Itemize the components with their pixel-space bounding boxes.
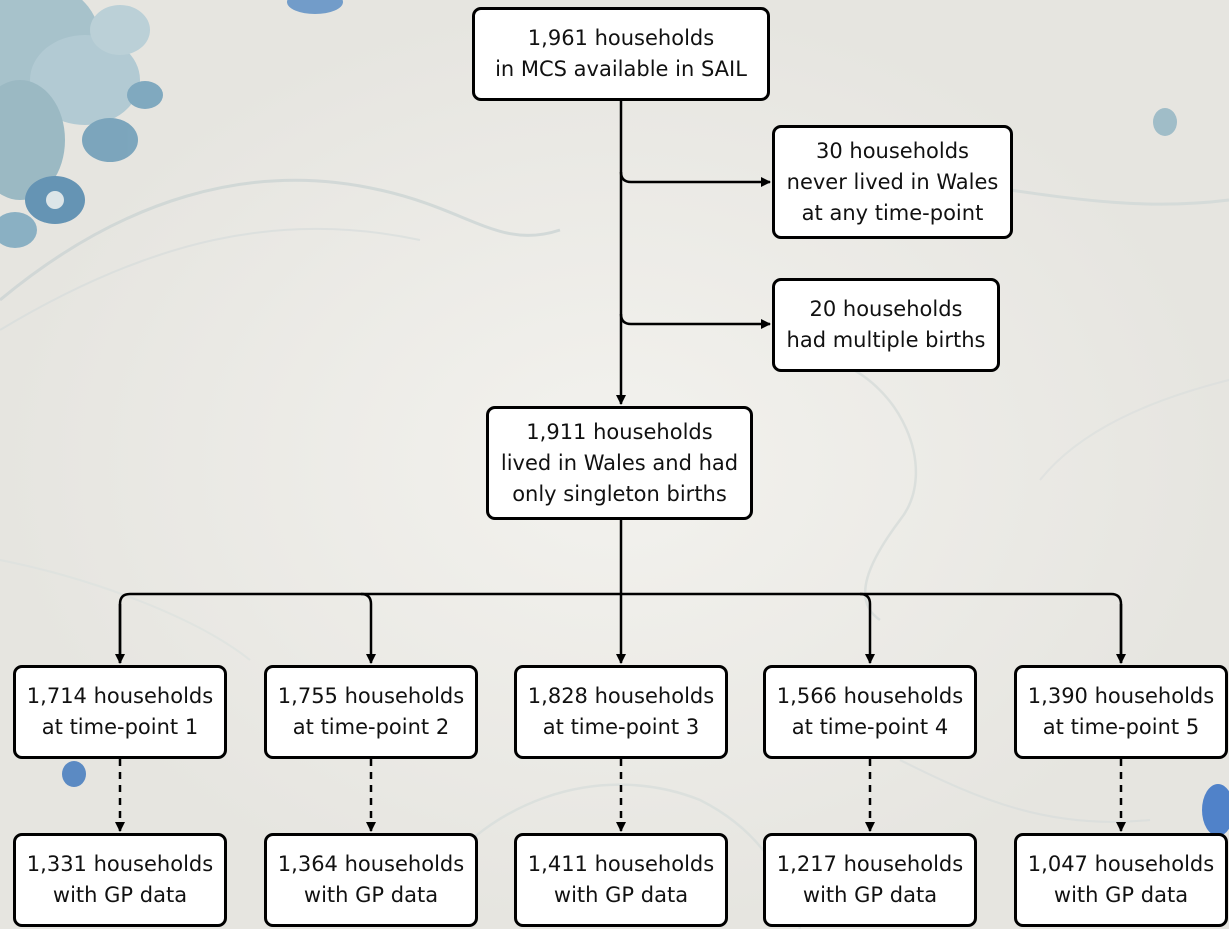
gp-count: 1,411 households: [527, 852, 715, 876]
gp-label: with GP data: [303, 883, 439, 907]
gp-count: 1,047 households: [1027, 852, 1215, 876]
exclusion-node-never-in-wales: 30 households never lived in Wales at an…: [772, 125, 1013, 239]
exclusion-node-multiple-births: 20 households had multiple births: [772, 278, 1000, 372]
root-count: 1,961 households: [527, 26, 715, 50]
exclusion-2-count: 20 households: [809, 297, 963, 321]
timepoint-node-3: 1,828 households at time-point 3: [514, 665, 728, 759]
root-node: 1,961 households in MCS available in SAI…: [472, 7, 770, 101]
exclusion-1-line-3: at any time-point: [801, 200, 984, 225]
gp-count: 1,364 households: [277, 852, 465, 876]
cohort-count: 1,911 households: [526, 419, 713, 444]
timepoint-label: at time-point 1: [41, 715, 199, 739]
timepoint-count: 1,828 households: [527, 684, 715, 708]
timepoint-count: 1,390 households: [1027, 684, 1215, 708]
gp-data-node-5: 1,047 households with GP data: [1014, 833, 1228, 927]
timepoint-count: 1,566 households: [776, 684, 964, 708]
exclusion-1-count: 30 households: [816, 138, 969, 163]
gp-count: 1,217 households: [776, 852, 964, 876]
gp-label: with GP data: [553, 883, 689, 907]
gp-label: with GP data: [52, 883, 188, 907]
timepoint-count: 1,714 households: [26, 684, 214, 708]
timepoint-label: at time-point 3: [542, 715, 700, 739]
gp-label: with GP data: [1053, 883, 1189, 907]
watercolor-splash: [0, 0, 343, 248]
timepoint-node-2: 1,755 households at time-point 2: [264, 665, 478, 759]
arrow-to-tp-2: [360, 592, 376, 664]
timepoint-count: 1,755 households: [277, 684, 465, 708]
timepoint-label: at time-point 4: [791, 715, 949, 739]
cohort-line-2: lived in Wales and had: [500, 450, 739, 475]
gp-label: with GP data: [802, 883, 938, 907]
cohort-node: 1,911 households lived in Wales and had …: [486, 406, 753, 520]
exclusion-1-line-2: never lived in Wales: [786, 169, 999, 194]
timepoint-node-1: 1,714 households at time-point 1: [13, 665, 227, 759]
timepoint-label: at time-point 2: [292, 715, 450, 739]
timepoint-label: at time-point 5: [1042, 715, 1200, 739]
gp-data-node-2: 1,364 households with GP data: [264, 833, 478, 927]
timepoint-node-5: 1,390 households at time-point 5: [1014, 665, 1228, 759]
gp-data-node-1: 1,331 households with GP data: [13, 833, 227, 927]
gp-data-node-3: 1,411 households with GP data: [514, 833, 728, 927]
arrow-to-exclusion-1: [619, 171, 771, 187]
exclusion-2-line-2: had multiple births: [786, 328, 986, 352]
gp-count: 1,331 households: [26, 852, 214, 876]
arrow-to-exclusion-2: [619, 313, 771, 329]
cohort-line-3: only singleton births: [512, 481, 727, 506]
gp-data-node-4: 1,217 households with GP data: [763, 833, 977, 927]
root-description: in MCS available in SAIL: [495, 57, 747, 81]
arrow-to-tp-4: [859, 592, 875, 664]
timepoint-node-4: 1,566 households at time-point 4: [763, 665, 977, 759]
